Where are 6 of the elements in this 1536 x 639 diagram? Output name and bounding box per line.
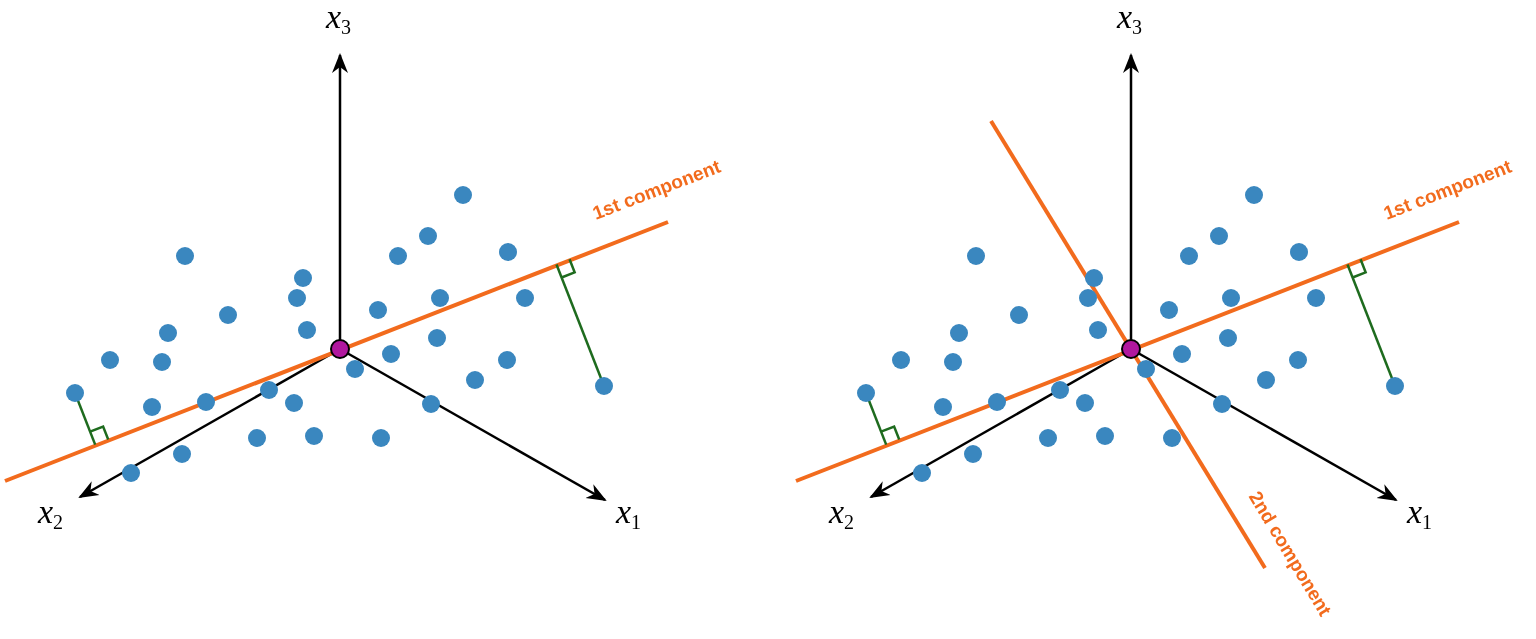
axis-label: x$_{2}$ (38, 495, 64, 532)
axis-label: x$_{3}$ (326, 0, 352, 37)
axis-label: x$_{2}$ (829, 495, 855, 532)
axis-label: x$_{3}$ (1117, 0, 1143, 37)
axis-label: x$_{1}$ (616, 495, 642, 532)
axis-label: x$_{1}$ (1407, 495, 1433, 532)
